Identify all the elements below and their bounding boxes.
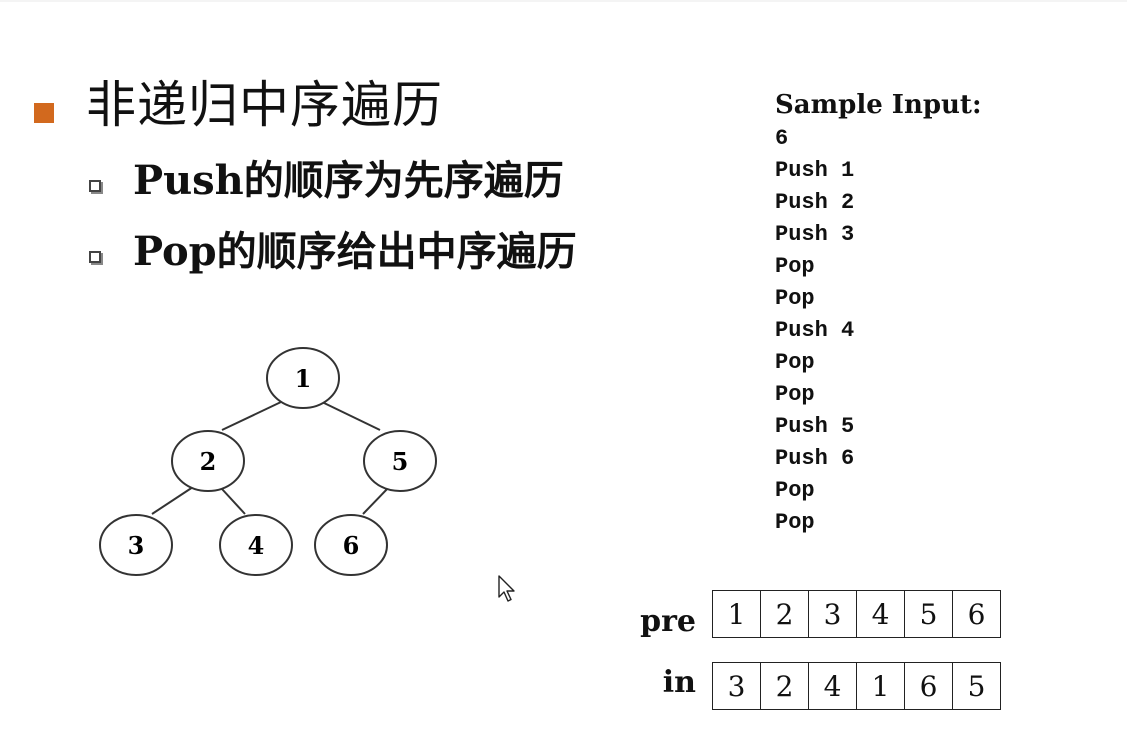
sample-line: Pop: [775, 350, 815, 375]
in-array-cell: 5: [967, 669, 986, 703]
binary-tree-diagram: 1 2 5 3 4 6: [99, 347, 437, 576]
sample-line: Push 1: [775, 158, 855, 183]
in-array-cell: 1: [857, 663, 905, 709]
pre-array-cell: 2: [761, 591, 809, 637]
tree-node-3: 3: [99, 514, 173, 576]
sample-input-lines: 6 Push 1 Push 2 Push 3 Pop Pop Push 4 Po…: [775, 123, 982, 539]
tree-edge-1-2: [221, 401, 282, 431]
sample-line: Push 4: [775, 318, 855, 343]
sample-line: Push 6: [775, 446, 855, 471]
tree-edge-2-4: [221, 488, 246, 515]
tree-node-5: 5: [363, 430, 437, 492]
sample-line: Pop: [775, 510, 815, 535]
in-array-cell: 2: [761, 663, 809, 709]
tree-node-label: 3: [128, 531, 145, 560]
tree-node-label: 5: [392, 447, 409, 476]
hollow-square-bullet-icon: [89, 250, 101, 263]
in-array-cell: 6: [905, 663, 953, 709]
pre-array-cell: 1: [713, 591, 761, 637]
sample-line: Pop: [775, 382, 815, 407]
tree-node-1: 1: [266, 347, 340, 409]
tree-node-2: 2: [171, 430, 245, 492]
square-bullet-icon: [34, 103, 54, 123]
sample-line: Push 2: [775, 190, 855, 215]
sample-input-block: Sample Input: 6 Push 1 Push 2 Push 3 Pop…: [775, 87, 982, 539]
in-array: 3 2 4 1 6 5: [712, 662, 1001, 710]
tree-edge-2-3: [151, 486, 194, 515]
hollow-square-bullet-icon: [89, 179, 101, 192]
pre-array-cell: 5: [905, 591, 953, 637]
sample-line: Push 5: [775, 414, 855, 439]
sample-line: Pop: [775, 254, 815, 279]
mouse-pointer-icon: [498, 575, 515, 602]
tree-node-label: 4: [248, 531, 265, 560]
tree-edges: [151, 401, 391, 515]
bullet-item-pop-order: Pop的顺序给出中序遍历: [89, 227, 577, 277]
pre-array-label: pre: [640, 604, 696, 639]
in-array-cell: 4: [809, 663, 857, 709]
tree-node-label: 1: [295, 364, 312, 393]
tree-node-label: 6: [343, 531, 360, 560]
bullet-item-text: Pop的顺序给出中序遍历: [133, 228, 577, 275]
pre-array-cell: 6: [967, 597, 986, 631]
bullet-item-push-order: Push的顺序为先序遍历: [89, 156, 564, 206]
tree-edge-1-5: [321, 401, 381, 431]
tree-node-4: 4: [219, 514, 293, 576]
sample-line: Pop: [775, 478, 815, 503]
sample-line: 6: [775, 126, 789, 151]
in-array-label: in: [662, 665, 696, 700]
pre-array-cell: 4: [857, 591, 905, 637]
sample-input-title: Sample Input:: [775, 90, 982, 120]
in-array-cell: 3: [713, 663, 761, 709]
tree-edge-5-6: [362, 485, 391, 515]
sample-line: Pop: [775, 286, 815, 311]
pre-array: 1 2 3 4 5 6: [712, 590, 1001, 638]
sample-line: Push 3: [775, 222, 855, 247]
tree-node-label: 2: [200, 447, 217, 476]
pre-array-cell: 3: [809, 591, 857, 637]
slide-title: 非递归中序遍历: [86, 76, 443, 134]
bullet-item-text: Push的顺序为先序遍历: [133, 157, 564, 204]
tree-node-6: 6: [314, 514, 388, 576]
